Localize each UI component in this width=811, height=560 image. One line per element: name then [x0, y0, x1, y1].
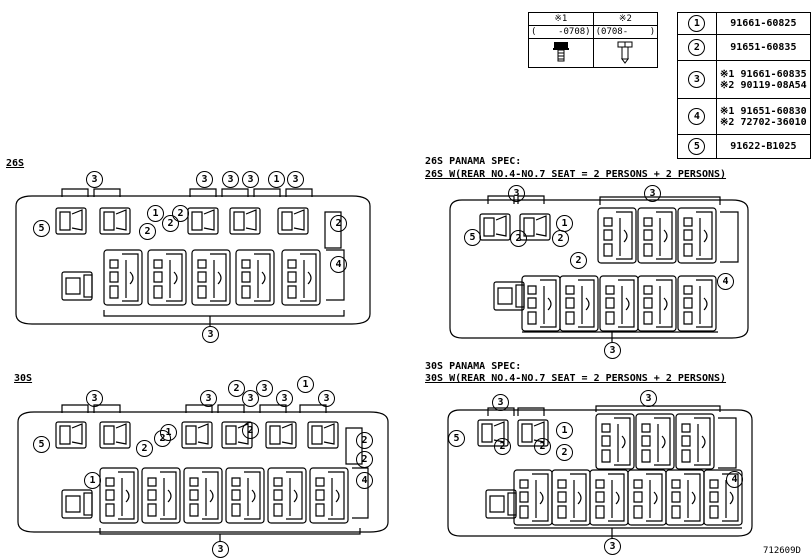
diagram-26s	[15, 188, 371, 326]
callout-5: 5	[448, 430, 465, 447]
section-title-30s-panama: 30S W(REAR NO.4-NO.7 SEAT = 2 PERSONS + …	[425, 373, 727, 384]
section-title-30s: 30S	[14, 373, 33, 384]
callout-3: 3	[222, 171, 239, 188]
callout-3: 3	[212, 541, 229, 558]
callout-3: 3	[318, 390, 335, 407]
callout-5: 5	[464, 229, 481, 246]
callout-3: 3	[644, 185, 661, 202]
callout-3: 3	[640, 390, 657, 407]
section-title-26s: 26S	[6, 158, 25, 169]
callout-3: 3	[242, 390, 259, 407]
part-number-4b: ※2 72702-36010	[720, 116, 807, 128]
callout-3: 3	[202, 326, 219, 343]
callout-4: 4	[726, 471, 743, 488]
callout-1: 1	[147, 205, 164, 222]
callout-2: 2	[494, 438, 511, 455]
callout-5: 5	[33, 220, 50, 237]
callout-3: 3	[256, 380, 273, 397]
flange-bolt-icon	[552, 41, 569, 61]
part-number-5: 91622-B1025	[715, 134, 811, 159]
callout-4: 4	[356, 472, 373, 489]
callout-3: 3	[492, 394, 509, 411]
callout-2: 2	[356, 432, 373, 449]
callout-2: 2	[162, 215, 179, 232]
variant-table: ※1 ※2 ( -0708) (0708- )	[528, 12, 659, 68]
callout-5: 5	[33, 436, 50, 453]
callout-4: 4	[717, 273, 734, 290]
callout-4: 4	[688, 108, 706, 125]
callout-4: 4	[330, 256, 347, 273]
callout-2: 2	[242, 422, 259, 439]
bolt-2-image	[592, 38, 659, 68]
callout-1: 1	[84, 472, 101, 489]
callout-2: 2	[172, 205, 189, 222]
callout-1: 1	[268, 171, 285, 188]
callout-2: 2	[139, 223, 156, 240]
callout-5: 5	[688, 138, 706, 155]
callout-3: 3	[276, 390, 293, 407]
section-title-26s-panama: 26S W(REAR NO.4-NO.7 SEAT = 2 PERSONS + …	[425, 169, 727, 180]
callout-3: 3	[688, 71, 706, 88]
callout-3: 3	[508, 185, 525, 202]
callout-2: 2	[136, 440, 153, 457]
part-number-4a: ※1 91651-60830	[720, 105, 807, 117]
callout-2: 2	[570, 252, 587, 269]
callout-2: 2	[356, 451, 373, 468]
callout-2: 2	[556, 444, 573, 461]
part-number-3b: ※2 90119-08A54	[720, 79, 807, 91]
callout-3: 3	[86, 390, 103, 407]
figure-code: 712609D	[763, 546, 801, 556]
section-subtitle-30s-panama: 30S PANAMA SPEC:	[425, 361, 522, 372]
diagram-30s	[17, 404, 389, 542]
callout-2: 2	[330, 215, 347, 232]
callout-3: 3	[242, 171, 259, 188]
callout-3: 3	[86, 171, 103, 188]
callout-3: 3	[200, 390, 217, 407]
callout-1: 1	[297, 376, 314, 393]
callout-2: 2	[552, 230, 569, 247]
part-number-3a: ※1 91661-60835	[720, 68, 807, 80]
callout-1: 1	[688, 15, 706, 32]
bolt-1-image	[528, 38, 594, 68]
parts-table: 1 91661-60825 2 91651-60835 3 ※1 91661-6…	[677, 12, 811, 159]
callout-1: 1	[556, 422, 573, 439]
callout-2: 2	[534, 438, 551, 455]
callout-3: 3	[196, 171, 213, 188]
callout-3: 3	[604, 538, 621, 555]
screw-icon	[617, 41, 633, 64]
callout-2: 2	[688, 39, 706, 56]
callout-2: 2	[228, 380, 245, 397]
diagram-26s-panama	[449, 195, 749, 342]
diagram-30s-panama	[447, 405, 753, 538]
callout-3: 3	[287, 171, 304, 188]
callout-2: 2	[154, 430, 171, 447]
section-subtitle-26s-panama: 26S PANAMA SPEC:	[425, 156, 522, 167]
callout-2: 2	[510, 230, 527, 247]
callout-3: 3	[604, 342, 621, 359]
